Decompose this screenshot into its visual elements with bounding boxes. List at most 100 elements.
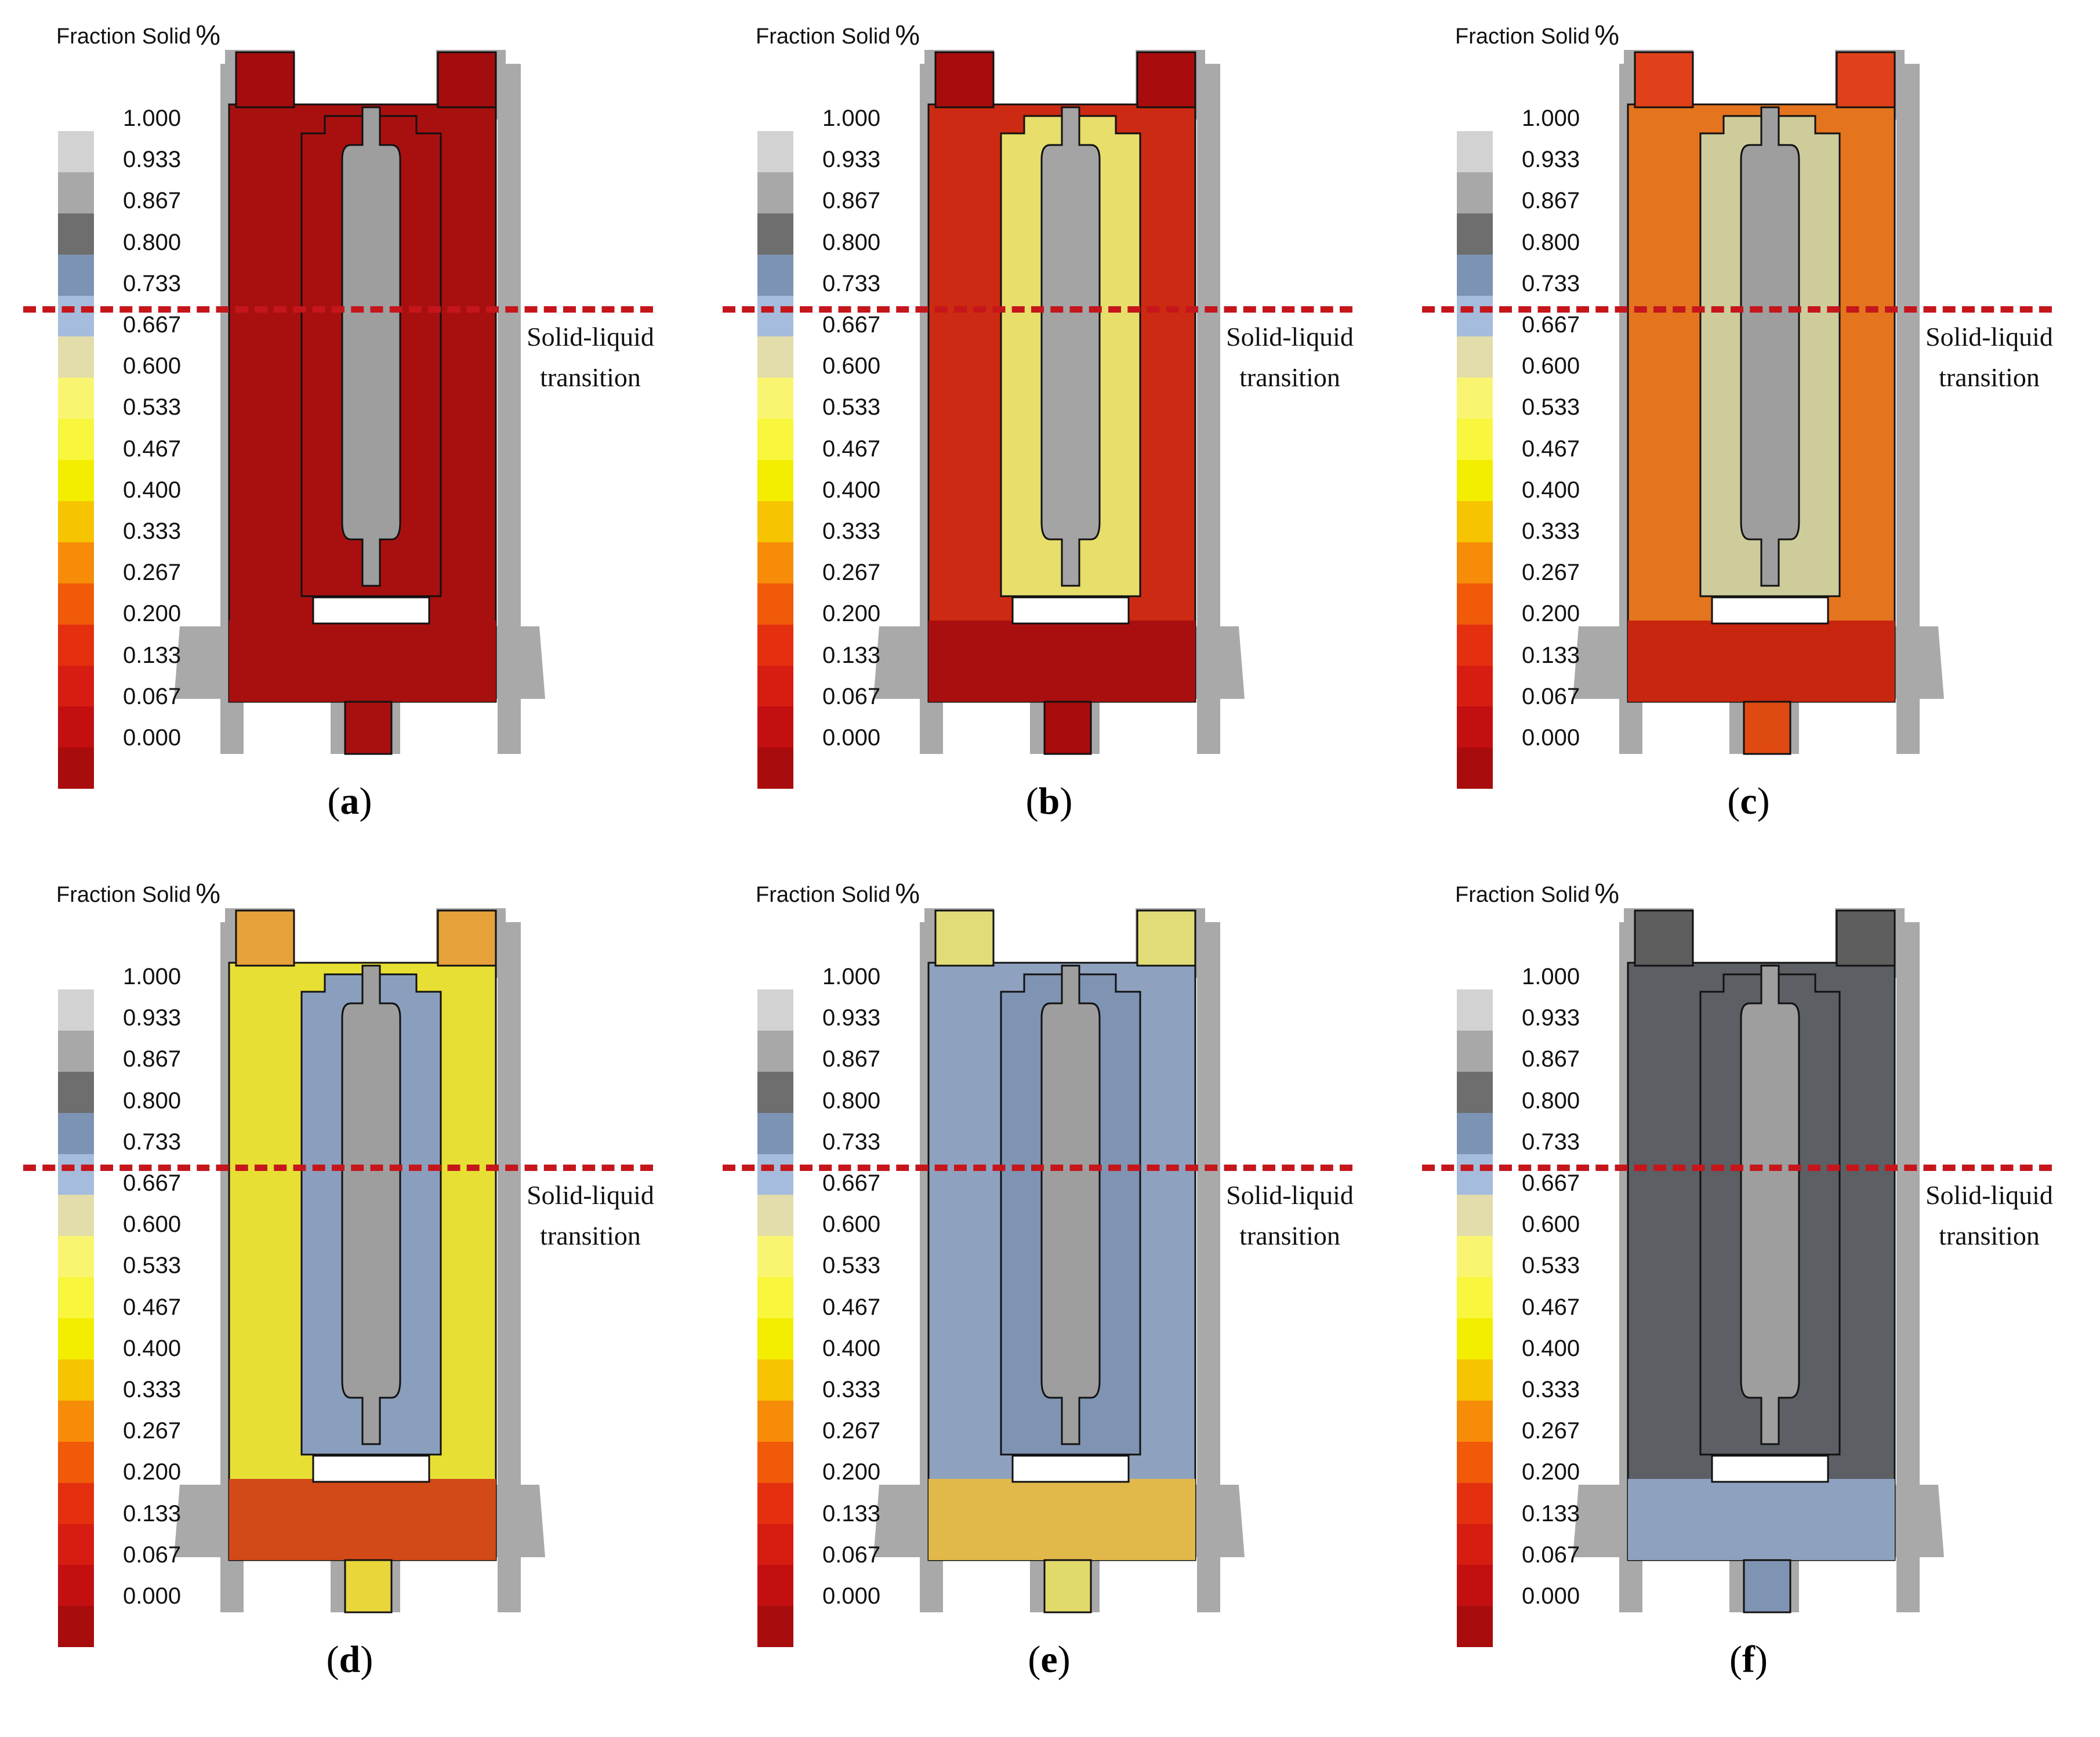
scale-swatch	[1457, 131, 1493, 172]
scale-swatch	[1457, 295, 1493, 337]
scale-swatch	[1457, 1524, 1493, 1565]
scale-swatch	[757, 706, 793, 748]
scale-swatch	[1457, 1236, 1493, 1278]
caption-letter: d	[339, 1638, 361, 1681]
panel-caption: (a)	[0, 779, 699, 824]
caption-letter: c	[1740, 780, 1757, 822]
caption-close: )	[359, 780, 372, 822]
scale-tick-label: 0.200	[822, 1459, 881, 1485]
caption-open: (	[1729, 1638, 1742, 1681]
scale-tick-label: 0.000	[1522, 1583, 1580, 1609]
scale-tick-label: 0.733	[123, 1129, 182, 1155]
scale-swatch	[757, 1236, 793, 1278]
sprue	[1043, 1559, 1092, 1613]
scale-swatch	[757, 378, 793, 419]
transition-line	[1422, 1165, 2052, 1171]
scale-tick-label: 0.733	[822, 270, 881, 296]
scale-swatch	[58, 1359, 94, 1401]
scale-swatch	[757, 1359, 793, 1401]
scale-swatch	[58, 583, 94, 625]
casting-contour-plot	[873, 50, 1245, 755]
scale-swatch	[757, 131, 793, 172]
transition-line	[1422, 306, 2052, 313]
casting-contour-plot	[174, 50, 545, 755]
scale-tick-label: 0.933	[123, 147, 182, 173]
scale-tick-label: 0.067	[822, 1542, 881, 1568]
scale-tick-label: 0.000	[123, 725, 182, 750]
right-riser	[437, 909, 497, 967]
scale-tick-label: 1.000	[1522, 106, 1580, 131]
casting-contour-plot	[174, 908, 545, 1613]
scale-tick-label: 0.200	[123, 601, 182, 627]
scale-swatch	[58, 706, 94, 748]
legend-title-text: Fraction Solid	[756, 24, 891, 49]
sprue	[1043, 701, 1092, 755]
legend-unit: %	[195, 20, 221, 51]
right-riser	[1136, 51, 1196, 108]
scale-tick-label: 0.800	[1522, 1087, 1580, 1114]
scale-tick-label: 0.867	[822, 188, 881, 214]
transition-label-line2: transition	[540, 362, 641, 392]
white-slot	[1711, 596, 1829, 625]
scale-swatch	[757, 1606, 793, 1648]
scale-tick-label: 0.400	[822, 477, 881, 503]
bottom-basin	[1628, 621, 1895, 702]
legend-title: Fraction Solid%	[1455, 20, 1619, 52]
scale-swatch	[1457, 665, 1493, 707]
bottom-basin	[229, 621, 496, 702]
legend-title-text: Fraction Solid	[1455, 24, 1590, 49]
scale-tick-label: 0.800	[123, 1087, 182, 1114]
casting-contour-plot	[873, 908, 1245, 1613]
legend-title: Fraction Solid%	[756, 878, 920, 910]
scale-tick-label: 0.400	[1522, 477, 1580, 503]
scale-tick-label: 0.467	[123, 436, 182, 462]
white-slot	[1711, 1455, 1829, 1483]
white-slot	[1011, 596, 1130, 625]
scale-tick-label: 0.867	[1522, 1046, 1580, 1072]
scale-tick-label: 0.400	[123, 1335, 182, 1361]
scale-swatch	[58, 1441, 94, 1483]
scale-swatch	[58, 1482, 94, 1524]
scale-tick-label: 0.533	[1522, 1253, 1580, 1279]
scale-swatch	[757, 583, 793, 625]
scale-tick-label: 0.600	[822, 1212, 881, 1238]
scale-tick-label: 0.800	[822, 229, 881, 255]
scale-tick-label: 0.600	[822, 353, 881, 379]
scale-swatch	[58, 378, 94, 419]
scale-tick-label: 0.133	[1522, 642, 1580, 668]
scale-swatch	[1457, 378, 1493, 419]
scale-swatch	[58, 1318, 94, 1360]
scale-tick-label: 0.267	[822, 560, 881, 586]
legend-title-text: Fraction Solid	[56, 883, 191, 907]
scale-swatch	[58, 989, 94, 1031]
scale-swatch	[58, 501, 94, 542]
scale-swatch	[757, 336, 793, 378]
transition-label-line2: transition	[1239, 362, 1340, 392]
scale-swatch	[58, 748, 94, 789]
caption-open: (	[326, 1638, 339, 1681]
scale-tick-label: 0.733	[822, 1129, 881, 1155]
legend-title: Fraction Solid%	[56, 20, 220, 52]
legend-unit: %	[895, 879, 920, 909]
scale-swatch	[1457, 542, 1493, 583]
scale-tick-label: 0.200	[822, 601, 881, 627]
scale-swatch	[58, 1236, 94, 1278]
transition-label: Solid-liquid transition	[515, 1175, 666, 1256]
scale-swatch	[757, 542, 793, 583]
scale-tick-label: 0.133	[123, 642, 182, 668]
scale-swatch	[58, 1195, 94, 1236]
legend-title: Fraction Solid%	[56, 878, 220, 910]
scale-tick-label: 0.333	[1522, 518, 1580, 544]
scale-tick-label: 0.533	[123, 1253, 182, 1279]
panel-caption: (e)	[699, 1638, 1399, 1682]
scale-swatch	[757, 419, 793, 460]
scale-swatch	[757, 213, 793, 255]
scale-tick-label: 0.667	[1522, 1170, 1580, 1196]
scale-swatch	[757, 748, 793, 789]
scale-tick-label: 0.533	[822, 394, 881, 420]
scale-swatch	[1457, 336, 1493, 378]
